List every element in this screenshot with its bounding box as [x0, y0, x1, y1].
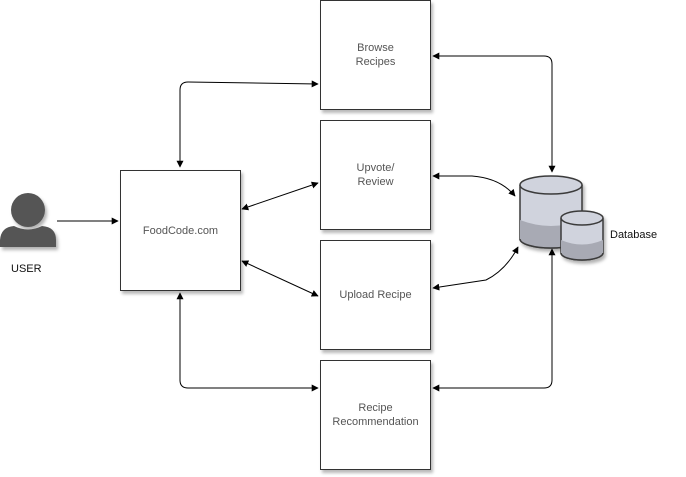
edge-recommend-database [432, 248, 556, 392]
edge-foodcode-upvote [241, 181, 319, 211]
node-upload-recipe-label: Upload Recipe [339, 289, 412, 301]
node-recipe-recommendation: Recipe Recommendation [320, 360, 431, 470]
node-upvote-review-label: Upvote/ Review [356, 162, 395, 188]
database-icon [519, 175, 604, 261]
user-label: USER [11, 263, 42, 275]
edge-foodcode-upload [241, 260, 319, 297]
node-browse-recipes-label: Browse Recipes [355, 42, 396, 68]
node-upload-recipe: Upload Recipe [320, 240, 431, 350]
edge-foodcode-browse [176, 80, 319, 168]
node-browse-recipes: Browse Recipes [320, 0, 431, 110]
edge-foodcode-recommend [176, 292, 319, 392]
node-recipe-recommendation-label: Recipe Recommendation [332, 402, 419, 428]
node-foodcode: FoodCode.com [120, 170, 241, 291]
node-foodcode-label: FoodCode.com [142, 224, 219, 237]
database-label: Database [610, 229, 658, 241]
user-icon [0, 193, 56, 247]
node-upvote-review: Upvote/ Review [320, 120, 431, 230]
edge-browse-database [432, 52, 556, 173]
edge-upvote-database [432, 172, 516, 197]
edge-upload-database [432, 246, 519, 291]
